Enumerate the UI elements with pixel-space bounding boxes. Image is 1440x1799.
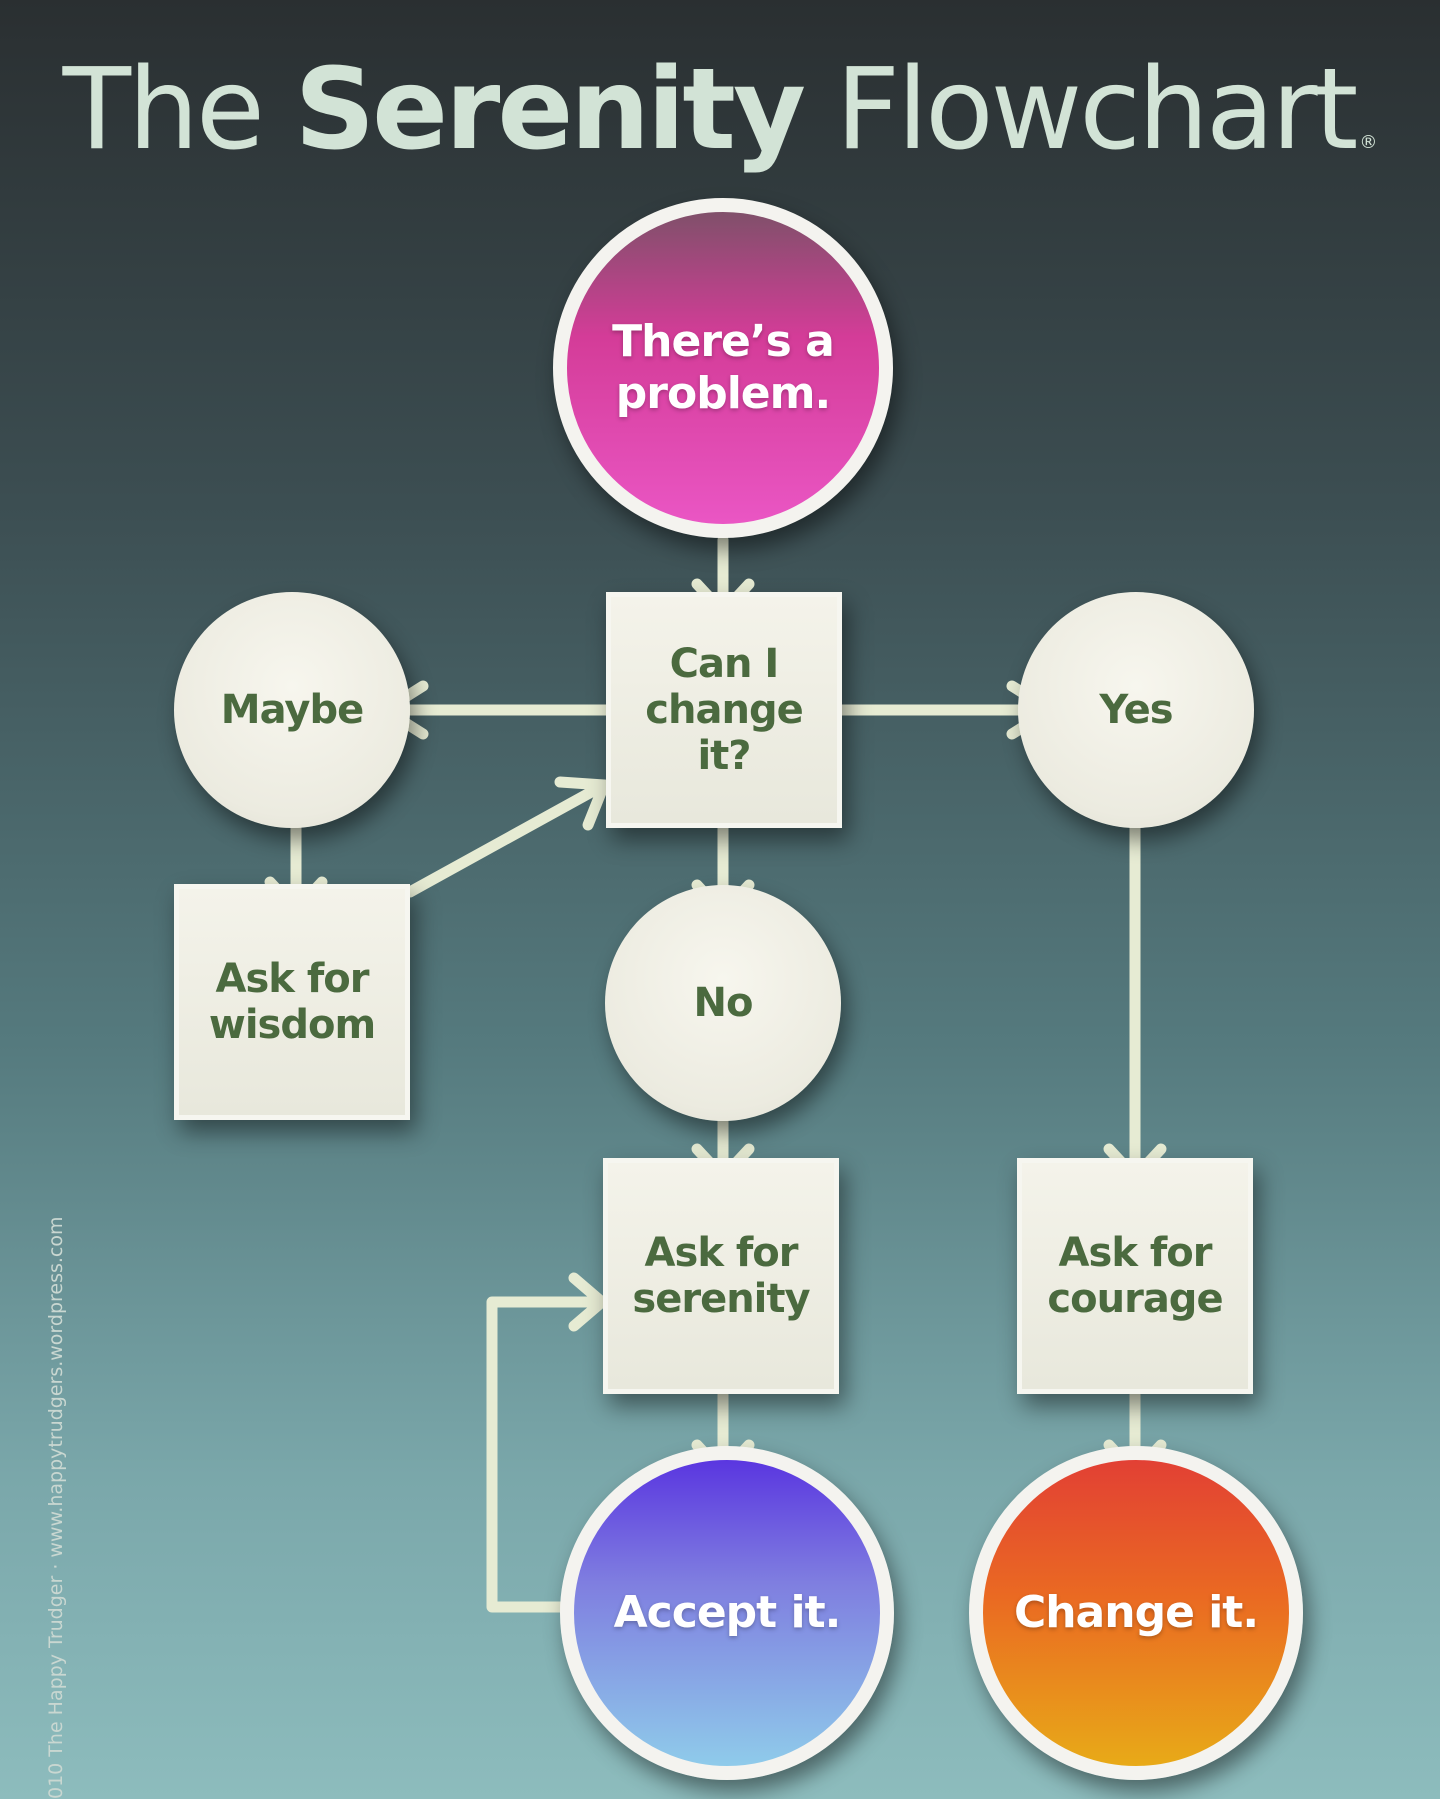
registered-mark: ® bbox=[1359, 132, 1378, 153]
title-prefix: The bbox=[62, 45, 295, 175]
credit-text: 010 The Happy Trudger · www.happytrudger… bbox=[45, 1216, 67, 1799]
title-emphasis: Serenity bbox=[294, 45, 805, 175]
node-ask-for-courage: Ask for courage bbox=[1017, 1158, 1253, 1394]
node-answer-no: No bbox=[605, 885, 841, 1121]
node-ask-for-serenity: Ask for serenity bbox=[603, 1158, 839, 1394]
title-suffix: Flowchart bbox=[802, 45, 1359, 175]
node-answer-yes: Yes bbox=[1018, 592, 1254, 828]
edge-accept-to-serenity bbox=[486, 1272, 608, 1613]
edge-question-to-maybe bbox=[379, 680, 612, 740]
node-change-it: Change it. bbox=[969, 1446, 1303, 1780]
node-accept-it: Accept it. bbox=[560, 1446, 894, 1780]
edge-yes-to-courage bbox=[1103, 821, 1167, 1183]
edge-wisdom-to-question bbox=[404, 776, 610, 898]
node-start-problem: There’s a problem. bbox=[553, 198, 893, 538]
node-answer-maybe: Maybe bbox=[174, 592, 410, 828]
node-decision-can-i-change-it: Can I change it? bbox=[606, 592, 842, 828]
node-ask-for-wisdom: Ask for wisdom bbox=[174, 884, 410, 1120]
page-title: The Serenity Flowchart® bbox=[0, 30, 1440, 223]
